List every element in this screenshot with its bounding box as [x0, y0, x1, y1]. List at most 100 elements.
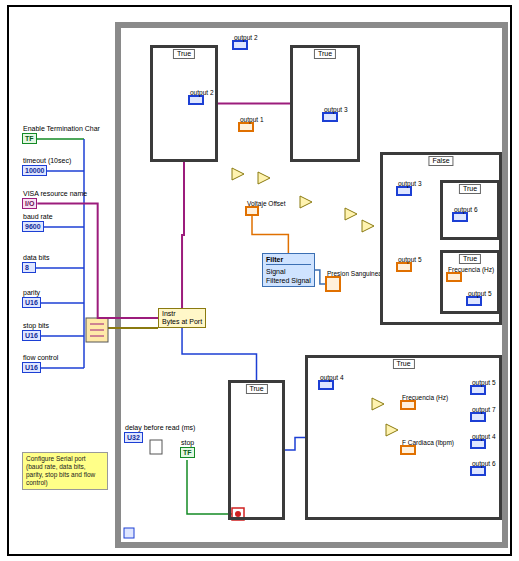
control-terminal: baud rate9600 [22, 221, 44, 232]
case-structure: output 6 True [440, 180, 500, 240]
case-selector: True [459, 254, 481, 264]
wire-connector [315, 270, 325, 284]
visa-configure-icon [86, 318, 108, 342]
property-node: InstrBytes at Port [158, 308, 206, 328]
indicator-terminal: output 5 [470, 385, 486, 395]
express-vi-text: Signal [266, 267, 311, 276]
terminal-value: TF [183, 448, 192, 457]
indicator-terminal: Voltaje Offset [245, 206, 259, 216]
indicator-terminal: F Cardiaca (lbpm) [400, 445, 416, 455]
express-vi-text: Filtered Signal [266, 276, 311, 285]
terminal-value: U16 [25, 363, 38, 372]
indicator-label: output 2 [190, 89, 214, 96]
case-selector: True [459, 184, 481, 194]
indicator-label: Frecuencia (Hz) [448, 266, 494, 273]
indicator-label: output 7 [472, 406, 496, 413]
indicator-label: output 3 [398, 180, 422, 187]
case-structure: output 2True [150, 45, 218, 162]
stop-wire [187, 460, 232, 514]
case-structure: True [228, 380, 285, 520]
indicator-terminal: output 1 [238, 122, 254, 132]
indicator-terminal: Presion Sanguinea [325, 276, 341, 292]
compare-function [345, 208, 357, 220]
case-selector: True [314, 49, 336, 59]
figure-frame [8, 6, 511, 555]
indicator-label: F Cardiaca (lbpm) [402, 439, 454, 446]
indicator-label: output 4 [472, 433, 496, 440]
terminal-label: delay before read (ms) [125, 424, 195, 432]
compare-function [258, 172, 270, 184]
case-structure: Frecuencia (Hz) output 5 True [440, 250, 500, 314]
indicator-terminal: output 5 [396, 262, 412, 272]
control-terminal: VISA resource nameI/O [22, 198, 37, 209]
indicator-terminal: output 7 [470, 412, 486, 422]
terminal-label: Enable Termination Char [23, 125, 100, 133]
wire [30, 267, 84, 269]
wire-connector [218, 103, 290, 105]
control-terminal: parityU16 [22, 297, 41, 308]
indicator-label: output 4 [320, 374, 344, 381]
indicator-terminal: output 3 [396, 186, 412, 196]
express-vi-text: Filter [266, 255, 311, 265]
case-structure: output 3output 5output 6TrueFrecuencia (… [380, 152, 502, 325]
control-terminal: timeout (10sec)10000 [22, 165, 47, 176]
indicator-label: output 6 [454, 206, 478, 213]
terminal-label: flow control [23, 354, 58, 362]
control-terminal: stop bitsU16 [22, 330, 41, 341]
note-text: Configure Serial port (baud rate, data b… [26, 455, 104, 487]
terminal-value: U32 [127, 433, 140, 442]
indicator-terminal: output 2 [232, 40, 248, 50]
indicator-label: output 2 [234, 34, 258, 41]
case-selector: True [392, 359, 414, 369]
wire-connector [252, 216, 288, 253]
indicator-terminal: output 5 [466, 296, 482, 306]
loop-condition-dot [235, 511, 241, 517]
icon-detail [90, 324, 104, 336]
indicator-terminal: output 4 [318, 380, 334, 390]
wire-connector [285, 438, 305, 451]
wire-bus [83, 139, 85, 368]
iteration-terminal [124, 528, 134, 538]
indicator-label: output 6 [472, 460, 496, 467]
terminal-label: parity [23, 289, 40, 297]
control-terminal: stopTF [180, 447, 195, 458]
terminal-label: VISA resource name [23, 190, 87, 198]
wire-connector [37, 204, 158, 319]
terminal-label: timeout (10sec) [23, 157, 71, 165]
wire-connector [182, 162, 184, 308]
indicator-label: output 3 [324, 106, 348, 113]
indicator-label: output 1 [240, 116, 264, 123]
terminal-label: stop [181, 439, 194, 447]
indicator-terminal: output 3 [322, 112, 338, 122]
indicator-terminal: output 4 [470, 439, 486, 449]
terminal-value: I/O [25, 199, 34, 208]
express-vi: FilterSignalFiltered Signal [262, 253, 315, 287]
control-terminal: Enable Termination CharTF [22, 133, 37, 144]
terminal-value: 10000 [25, 166, 44, 175]
indicator-label: Presion Sanguinea [327, 270, 382, 277]
indicator-label: output 5 [468, 290, 492, 297]
control-terminal: flow controlU16 [22, 362, 41, 373]
indicator-label: output 5 [472, 379, 496, 386]
property-text: Bytes at Port [162, 318, 202, 326]
terminal-label: baud rate [23, 213, 53, 221]
terminal-value: TF [25, 134, 34, 143]
case-selector: False [428, 156, 453, 166]
compare-function [362, 220, 374, 232]
property-text: Instr [162, 310, 202, 318]
terminal-value: 9600 [25, 222, 41, 231]
indicator-terminal: Frecuencia (Hz) [446, 272, 462, 282]
terminal-value: 8 [25, 263, 33, 272]
control-terminal: delay before read (ms)U32 [124, 432, 143, 443]
indicator-label: Voltaje Offset [247, 200, 286, 207]
comment-note: Configure Serial port (baud rate, data b… [22, 452, 108, 490]
divide-function [386, 424, 398, 436]
indicator-terminal: output 2 [188, 95, 204, 105]
case-selector: True [245, 384, 267, 394]
indicator-terminal: Frecuencia (Hz) [400, 400, 416, 410]
case-structure: output 4 Frecuencia (Hz) F Cardiaca (lbpm)… [305, 355, 502, 520]
wait-timer-icon [150, 440, 162, 454]
compare-function [232, 168, 244, 180]
indicator-label: Frecuencia (Hz) [402, 394, 448, 401]
compare-function [372, 398, 384, 410]
